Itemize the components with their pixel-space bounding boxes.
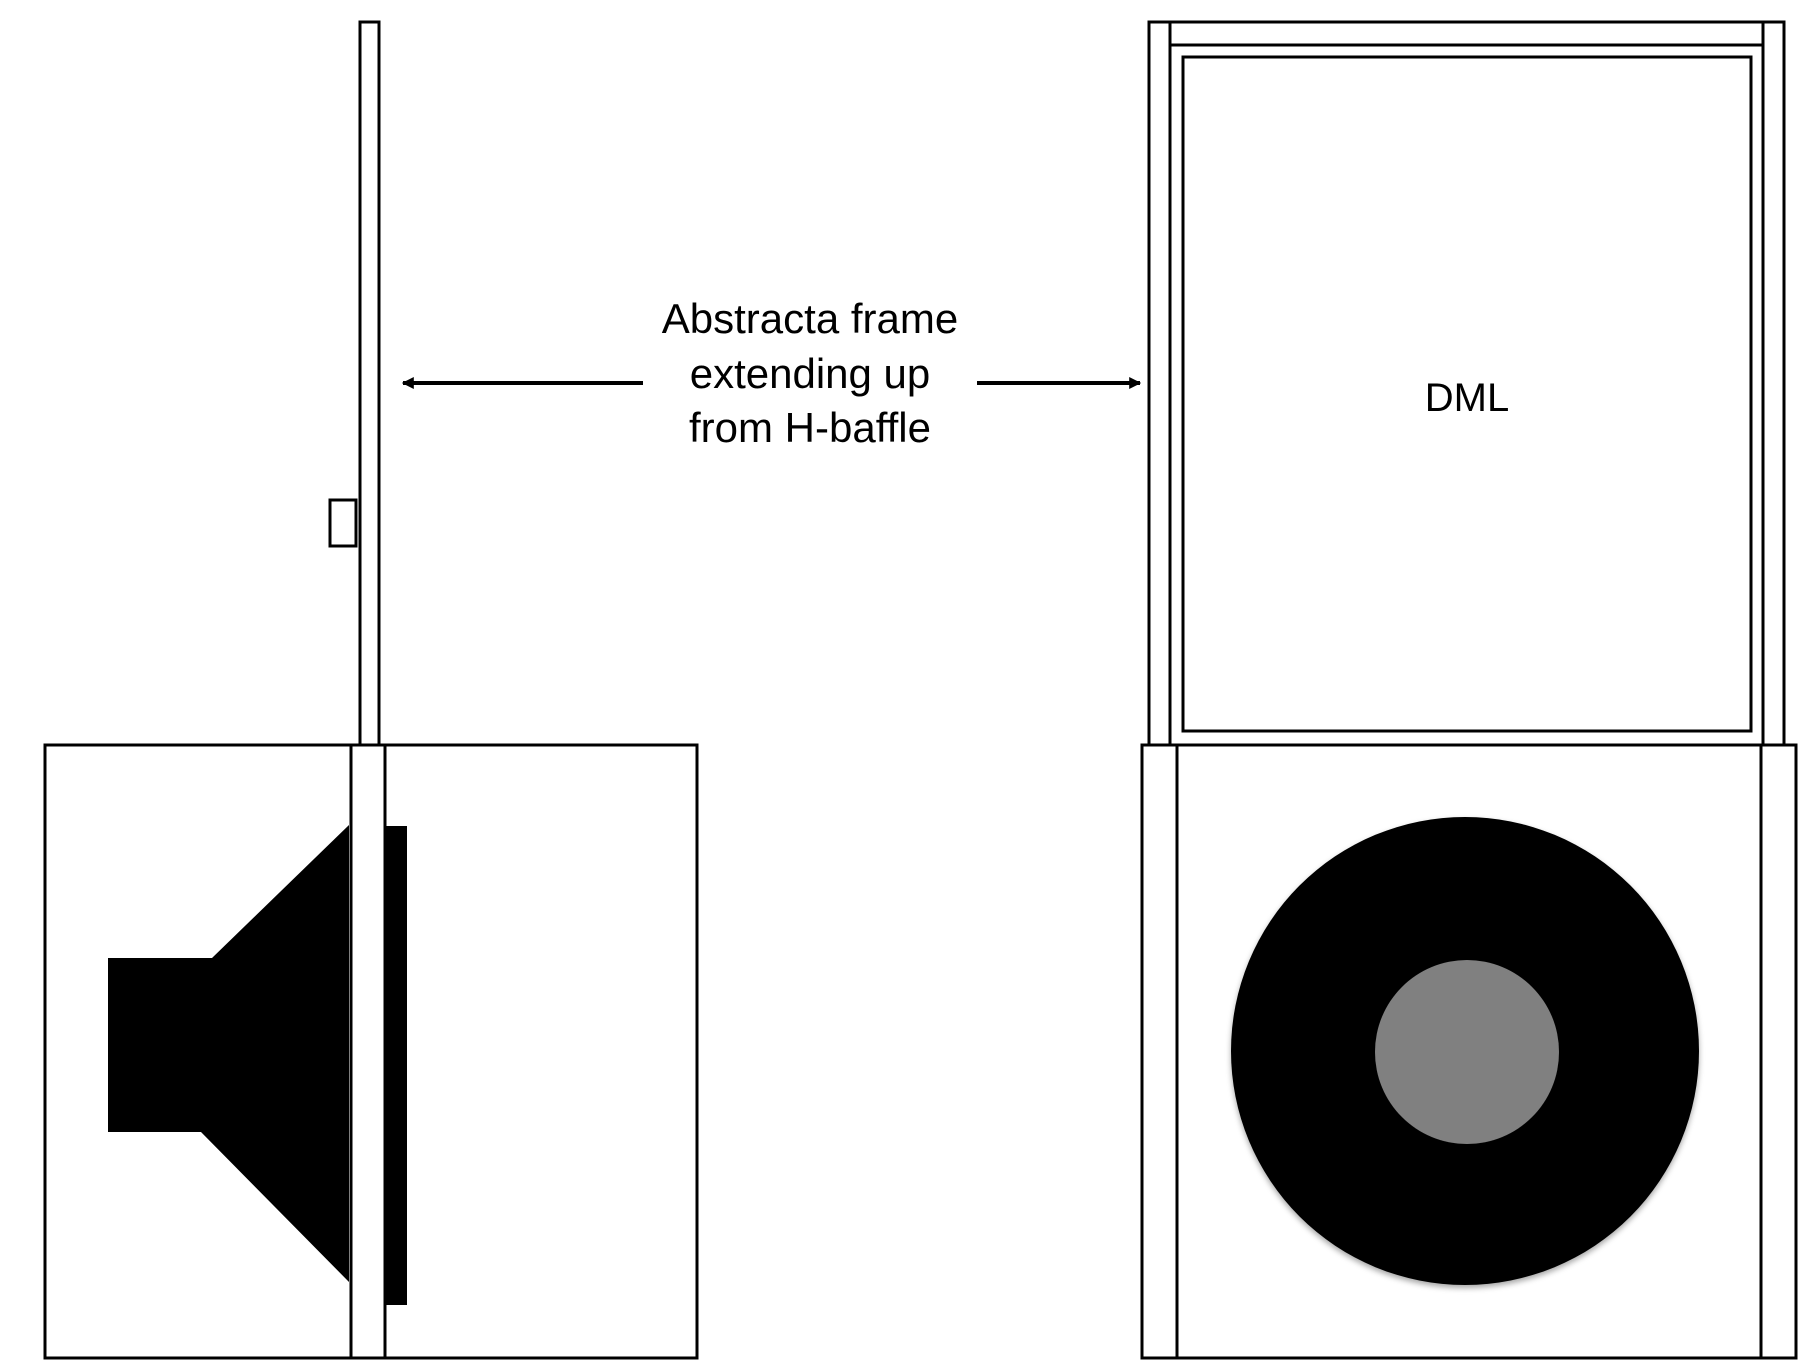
front-baffle-box [1140, 743, 1798, 1360]
side-frame-clamp [328, 498, 358, 548]
annotation-line-1: Abstracta frame [662, 295, 958, 342]
front-frame-right-post [1761, 20, 1786, 747]
side-baffle-board [349, 743, 387, 1360]
front-frame-left-post [1147, 20, 1172, 747]
frame-annotation: Abstracta frame extending up from H-baff… [401, 295, 1142, 451]
annotation-line-2: extending up [690, 350, 931, 397]
side-view [43, 20, 699, 1360]
dml-panel [1181, 55, 1753, 733]
side-frame-post [358, 20, 381, 747]
woofer-dust-cap-icon [1375, 960, 1559, 1144]
annotation-line-3: from H-baffle [689, 404, 931, 451]
dml-panel-label: DML [1425, 376, 1509, 420]
side-driver-icon [108, 825, 349, 1282]
front-view: DML [1140, 20, 1798, 1360]
side-driver-flange [385, 826, 407, 1305]
front-frame-top-bar [1168, 20, 1765, 47]
